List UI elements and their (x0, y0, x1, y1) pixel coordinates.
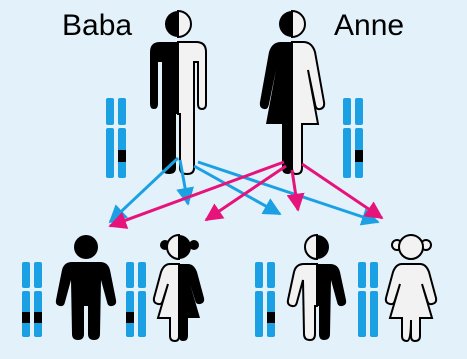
son-carrier-figure (286, 233, 347, 342)
father-label: Baba (62, 9, 133, 42)
daughter-unaffected-chromosomes (358, 262, 378, 337)
mother-chromosomes (343, 98, 363, 178)
son-affected-figure (55, 235, 117, 340)
son-carrier-chromosomes (255, 262, 275, 337)
father-chromosomes (106, 98, 126, 178)
mother-label: Anne (334, 9, 405, 42)
mother-arrows (108, 160, 384, 229)
daughter-unaffected-figure (384, 234, 438, 343)
daughter-carrier-chromosomes (126, 262, 146, 337)
son-affected-chromosomes (22, 262, 42, 337)
daughter-carrier-figure (152, 233, 205, 343)
mother-figure (259, 9, 326, 176)
father-figure (150, 9, 207, 176)
